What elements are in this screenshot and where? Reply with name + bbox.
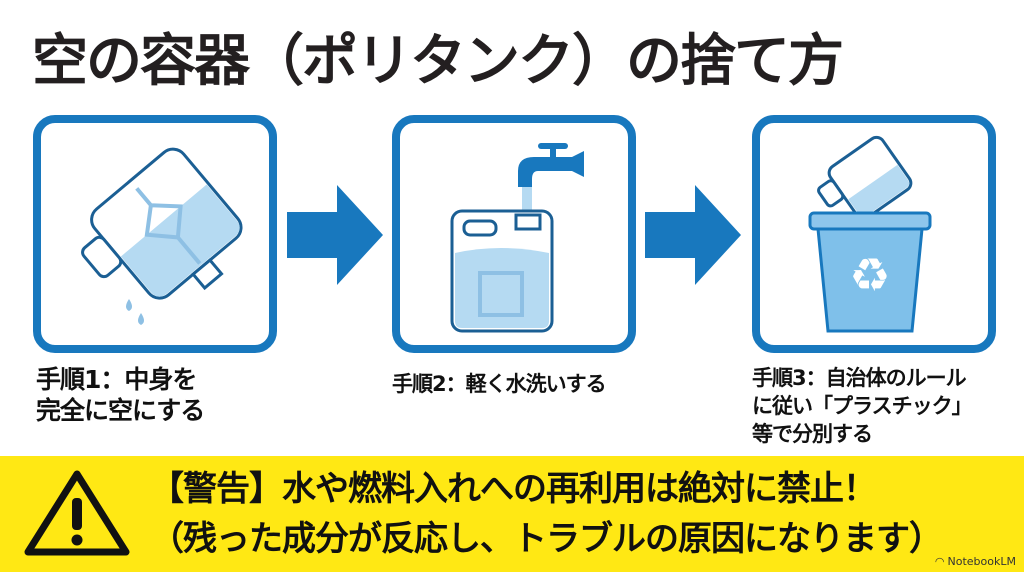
- notebooklm-logo-icon: ◠: [934, 555, 945, 568]
- warning-text: 【警告】水や燃料入れへの再利用は絶対に禁止！ （残った成分が反応し、トラブルの原…: [150, 464, 943, 564]
- step-2-card: [392, 115, 636, 353]
- arrow-right-icon: [645, 185, 741, 285]
- step-3-label-line1: 手順3：自治体のルール: [752, 366, 967, 390]
- faucet-rinse-jerrycan-icon: [450, 143, 584, 333]
- step-3-label: 手順3：自治体のルール に従い「プラスチック」 等で分別する: [752, 364, 973, 448]
- step-2-label: 手順2：軽く水洗いする: [392, 370, 607, 398]
- warning-line2: （残った成分が反応し、トラブルの原因になります）: [150, 519, 943, 559]
- step-3-card: ♻: [752, 115, 996, 353]
- step-1-label-line2: 完全に空にする: [36, 396, 205, 425]
- arrow-right-icon: [287, 185, 383, 285]
- step-1-card: [33, 115, 277, 353]
- page-title: 空の容器（ポリタンク）の捨て方: [32, 29, 844, 94]
- step-3-label-line3: 等で分別する: [752, 422, 873, 446]
- step-3-label-line2: に従い「プラスチック」: [752, 394, 973, 418]
- warning-line1: 【警告】水や燃料入れへの再利用は絶対に禁止！: [150, 469, 877, 509]
- svg-text:♻: ♻: [849, 248, 890, 302]
- pouring-jerrycan-icon: [81, 147, 243, 325]
- brand-label: NotebookLM: [947, 555, 1016, 568]
- warning-triangle-icon: [24, 470, 130, 556]
- step-2-label-line1: 手順2：軽く水洗いする: [392, 372, 607, 396]
- step-1-label-line1: 手順1：中身を: [36, 365, 197, 394]
- step-1-label: 手順1：中身を 完全に空にする: [36, 364, 205, 426]
- brand-watermark: ◠ NotebookLM: [935, 555, 1016, 568]
- recycle-bin-icon: ♻: [808, 135, 932, 333]
- warning-banner: 【警告】水や燃料入れへの再利用は絶対に禁止！ （残った成分が反応し、トラブルの原…: [0, 456, 1024, 572]
